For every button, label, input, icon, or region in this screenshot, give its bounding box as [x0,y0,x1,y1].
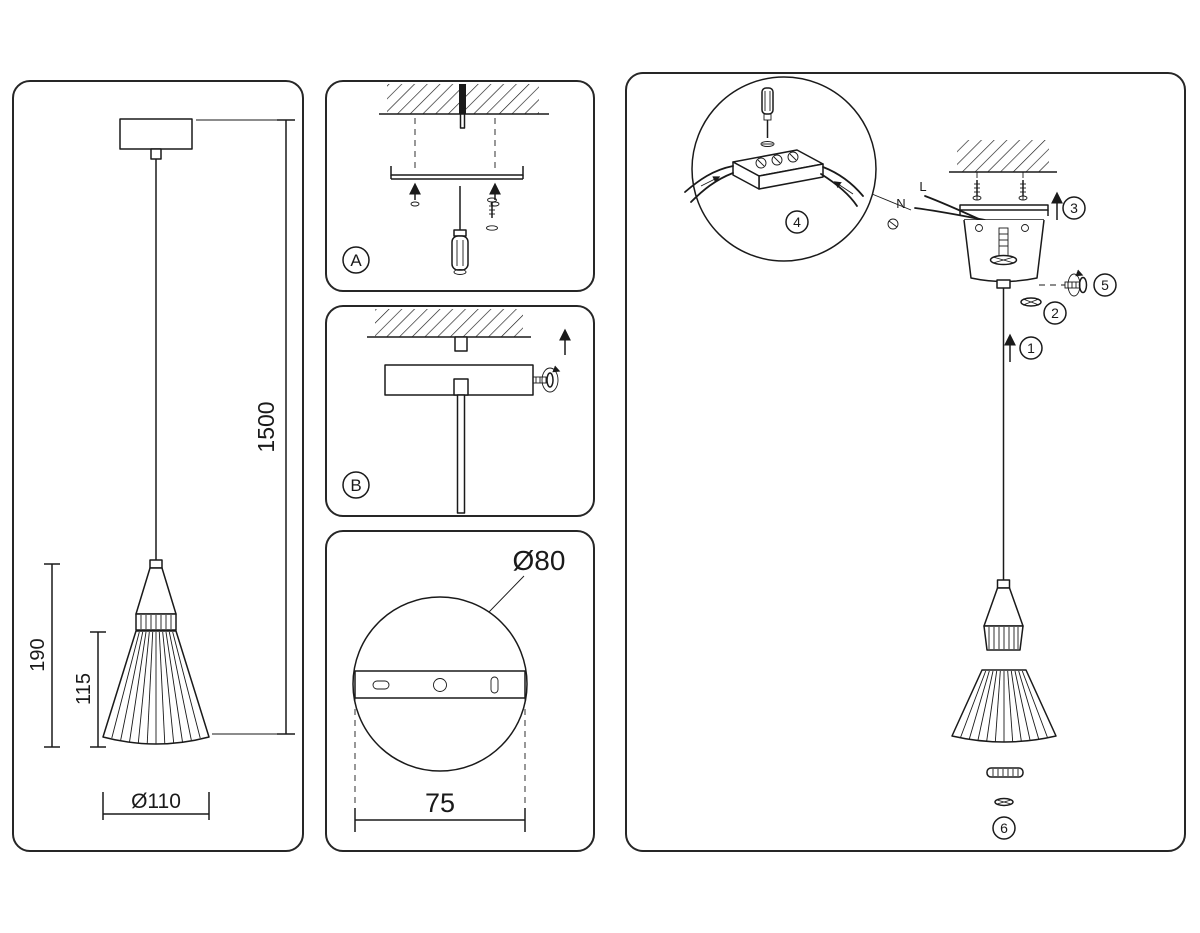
dimension-shade-height: 115 [73,631,106,748]
step-5-group: 5 [1039,269,1117,297]
step-4-label: 4 [793,214,801,230]
loose-screw-icon [486,197,498,231]
mounting-bracket [959,204,1049,216]
dim-1500-label: 1500 [253,401,279,452]
assembly-drawing: 4 3 N L [684,76,1117,840]
wire-l-label: L [919,179,926,194]
pendant-lamp-side-view [102,118,210,745]
step-3-group: 3 [1051,191,1086,220]
step-2-group: 2 [1020,297,1067,325]
screw-guide-lines [414,118,496,170]
dimension-shade-diameter: Ø110 [102,790,210,820]
ceiling-screws [972,172,1028,202]
step-4-badge: 4 [785,210,809,234]
detail-b-label: B [350,476,361,495]
dimension-diameter-80: Ø80 [488,545,566,613]
terminal-block [732,149,824,190]
wiring-detail-circle: 4 [684,76,877,262]
panel-dimensions: 1500 190 115 Ø110 [12,80,304,852]
dimension-fixture-height: 190 [27,563,60,748]
detail-a-badge: A [342,246,370,274]
screwdriver-icon [760,87,775,147]
detail-a-drawing: A [342,84,549,275]
dimension-total-height: 1500 [196,119,295,735]
canopy-body [384,364,534,396]
dim-80-label: Ø80 [513,545,566,576]
step-5-label: 5 [1101,277,1109,293]
step-6-badge: 6 [992,816,1016,840]
ceiling-hatch [367,309,531,338]
shade-retaining-ring [986,767,1024,778]
stem-rod [456,394,466,514]
detail-b-drawing: B [342,309,571,514]
detail-b-badge: B [342,471,370,499]
pendant-dimension-drawing: 1500 190 115 Ø110 [27,118,295,820]
detail-a-label: A [350,251,362,270]
finial-nut [994,797,1014,807]
shade-pleats [960,670,1048,743]
dimension-width-75: 75 [354,698,526,832]
dim-75-label: 75 [425,788,455,818]
socket-ribs [140,615,172,629]
panel-detail-b: B [325,305,595,517]
ground-screw-icon [887,218,899,230]
step-1-group: 1 [1004,333,1043,362]
screwdriver-icon [451,186,469,275]
dim-115-label: 115 [73,673,95,705]
canopy-top-view-drawing: Ø80 75 [352,545,566,832]
mounting-bracket [390,166,524,180]
panel-detail-a: A [325,80,595,292]
mount-screw-left [409,182,421,207]
canopy-circle [352,596,528,772]
step-6-label: 6 [1000,820,1008,836]
detail-leader-line [871,193,912,211]
dim-190-label: 190 [27,638,49,671]
supply-wires: N L [887,179,986,230]
dim-110-label: Ø110 [131,790,181,813]
canopy [963,219,1045,289]
step-3-label: 3 [1070,200,1078,216]
set-screw [532,365,561,393]
socket-assembly [983,579,1024,651]
wire-n-label: N [896,196,905,211]
step-2-label: 2 [1051,305,1059,321]
shade-pleats [111,631,201,745]
ceiling-hatch [949,140,1057,173]
anchor-bolt [459,84,466,129]
panel-assembly: 4 3 N L [625,72,1186,852]
wires [684,165,864,207]
shade [951,669,1057,743]
step-1-label: 1 [1027,340,1035,356]
anchor-stud [454,336,468,352]
panel-canopy-top-view: Ø80 75 [325,530,595,852]
